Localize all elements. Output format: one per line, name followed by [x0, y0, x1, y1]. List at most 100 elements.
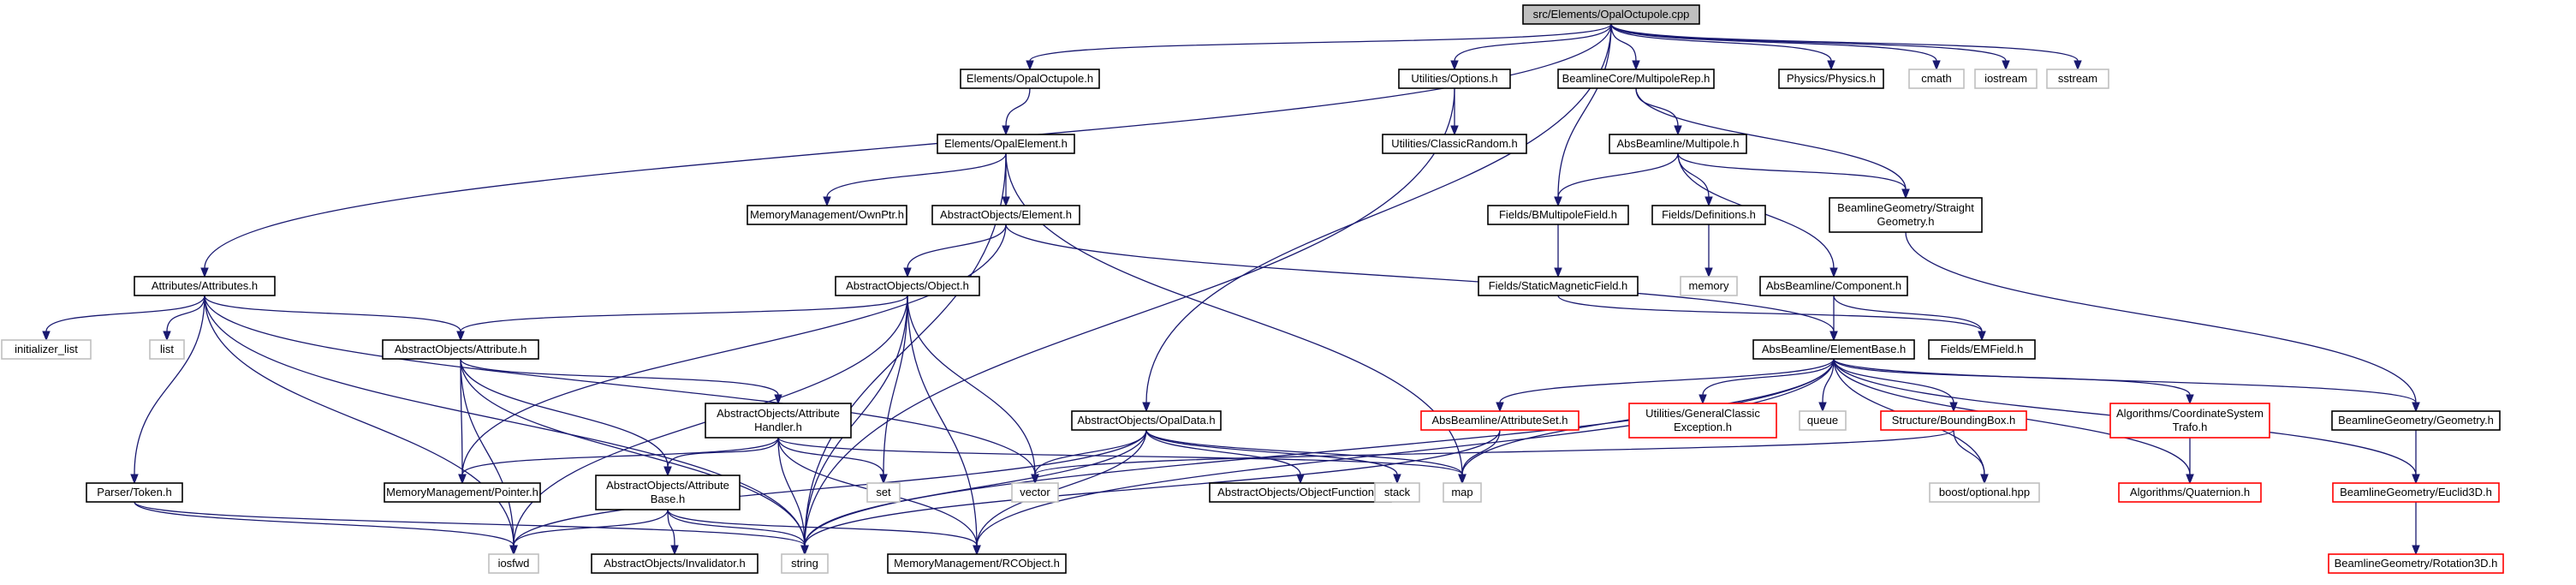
node-box	[2046, 69, 2109, 89]
edge-line	[460, 358, 463, 475]
node-label: Utilities/ClassicRandom.h	[1391, 137, 1517, 150]
node-physics-h[interactable]: Physics/Physics.h	[1778, 69, 1884, 89]
edge-elementbase_h-to-genclassicexc_h	[1698, 358, 1835, 405]
edge-line	[204, 295, 461, 332]
node-label: cmath	[1921, 72, 1951, 85]
node-vector: vector	[1011, 482, 1059, 503]
edge-root-to-cmath	[1610, 23, 1941, 71]
arrowhead-icon	[1980, 474, 1989, 485]
arrowhead-icon	[1393, 474, 1401, 485]
node-label: iosfwd	[498, 557, 530, 570]
arrowhead-icon	[663, 466, 672, 477]
node-box	[1011, 482, 1059, 503]
arrowhead-icon	[2186, 474, 2194, 485]
edge-coordsystrafo_h-to-quaternion_h	[2186, 438, 2194, 485]
node-multipole-h[interactable]: AbsBeamline/Multipole.h	[1609, 134, 1747, 154]
arrowhead-icon	[1296, 474, 1305, 485]
node-cmath: cmath	[1908, 69, 1965, 89]
edge-root-to-multipolerep_h	[1610, 23, 1640, 71]
node-box	[866, 482, 901, 503]
node-objectfunction-h[interactable]: AbstractObjects/ObjectFunction.h	[1209, 482, 1392, 503]
edge-elementbase_h-to-geometry_h	[1833, 358, 2420, 413]
node-options-h[interactable]: Utilities/Options.h	[1398, 69, 1511, 89]
node-label: AbstractObjects/Attribute	[717, 407, 840, 420]
node-box	[1420, 410, 1580, 431]
node-euclid3d-h[interactable]: BeamlineGeometry/Euclid3D.h	[2332, 482, 2500, 503]
node-staticmag-h[interactable]: Fields/StaticMagneticField.h	[1478, 276, 1639, 296]
edge-line	[204, 295, 806, 546]
node-label: Fields/BMultipoleField.h	[1499, 208, 1617, 221]
node-box	[1398, 69, 1511, 89]
node-opaloct-h[interactable]: Elements/OpalOctupole.h	[960, 69, 1100, 89]
node-box	[1478, 276, 1639, 296]
arrowhead-icon	[130, 474, 139, 485]
node-elementbase-h[interactable]: AbsBeamline/ElementBase.h	[1752, 339, 1915, 360]
node-pointer-h[interactable]: MemoryManagement/Pointer.h	[384, 482, 541, 503]
arrowhead-icon	[774, 394, 782, 405]
node-label: iostream	[1984, 72, 2027, 85]
arrowhead-icon	[2412, 402, 2420, 413]
node-label: Fields/StaticMagneticField.h	[1489, 279, 1628, 292]
node-multipolerep-h[interactable]: BeamlineCore/MultipoleRep.h	[1557, 69, 1715, 89]
node-geometry-h[interactable]: BeamlineGeometry/Geometry.h	[2331, 410, 2501, 431]
edge-line	[1635, 87, 1907, 190]
node-label: Elements/OpalOctupole.h	[967, 72, 1093, 85]
node-box	[1928, 339, 2036, 360]
edge-line	[907, 295, 1036, 475]
edge-line	[1145, 429, 1463, 475]
node-invalidator-h[interactable]: AbstractObjects/Invalidator.h	[591, 553, 759, 574]
edge-attrbase_h-to-string	[667, 509, 809, 556]
edge-line	[134, 295, 205, 475]
node-label: MemoryManagement/OwnPtr.h	[750, 208, 904, 221]
node-label: Physics/Physics.h	[1787, 72, 1876, 85]
node-bmultipole-h[interactable]: Fields/BMultipoleField.h	[1487, 205, 1629, 225]
node-root[interactable]: src/Elements/OpalOctupole.cpp	[1522, 4, 1700, 25]
node-quaternion-h[interactable]: Algorithms/Quaternion.h	[2118, 482, 2262, 503]
node-box	[937, 134, 1075, 154]
node-label: Handler.h	[754, 421, 802, 433]
node-box	[384, 482, 541, 503]
node-attributeset-h[interactable]: AbsBeamline/AttributeSet.h	[1420, 410, 1580, 431]
edge-line	[1145, 429, 1301, 475]
edge-line	[1557, 23, 1612, 198]
edge-line	[1833, 358, 2417, 403]
node-box	[1829, 197, 1983, 233]
node-emfield-h[interactable]: Fields/EMField.h	[1928, 339, 2036, 360]
node-boundingbox-h[interactable]: Structure/BoundingBox.h	[1880, 410, 2027, 431]
edge-line	[907, 295, 978, 546]
node-opaldata-h[interactable]: AbstractObjects/OpalData.h	[1071, 410, 1222, 431]
node-component-h[interactable]: AbsBeamline/Component.h	[1759, 276, 1908, 296]
node-rcobject-h[interactable]: MemoryManagement/RCObject.h	[887, 553, 1067, 574]
node-label: map	[1451, 486, 1472, 498]
node-attributes-h[interactable]: Attributes/Attributes.h	[134, 276, 276, 296]
arrowhead-icon	[1458, 474, 1466, 485]
node-ownptr-h[interactable]: MemoryManagement/OwnPtr.h	[747, 205, 907, 225]
edge-line	[1610, 23, 1937, 62]
arrowhead-icon	[670, 545, 679, 556]
node-definitions-h[interactable]: Fields/Definitions.h	[1651, 205, 1766, 225]
edge-attributes_h-to-attribute_h	[204, 295, 465, 342]
arrowhead-icon	[1002, 196, 1010, 207]
arrowhead-icon	[458, 474, 467, 485]
node-opalelement-h[interactable]: Elements/OpalElement.h	[937, 134, 1075, 154]
node-label: AbsBeamline/ElementBase.h	[1762, 343, 1906, 355]
arrowhead-icon	[1002, 125, 1010, 136]
node-object-h[interactable]: AbstractObjects/Object.h	[835, 276, 980, 296]
node-box	[2109, 403, 2270, 439]
edge-line	[204, 295, 515, 546]
node-rotation3d-h[interactable]: BeamlineGeometry/Rotation3D.h	[2328, 553, 2504, 574]
node-classicrandom-h[interactable]: Utilities/ClassicRandom.h	[1382, 134, 1527, 154]
edge-line	[134, 501, 515, 546]
node-label: list	[160, 343, 174, 355]
node-parsertoken-h[interactable]: Parser/Token.h	[86, 482, 183, 503]
node-element-h[interactable]: AbstractObjects/Element.h	[931, 205, 1080, 225]
arrowhead-icon	[1932, 60, 1941, 71]
node-label: set	[876, 486, 891, 498]
edge-parsertoken_h-to-iosfwd	[134, 501, 518, 556]
node-attribute-h[interactable]: AbstractObjects/Attribute.h	[382, 339, 539, 360]
